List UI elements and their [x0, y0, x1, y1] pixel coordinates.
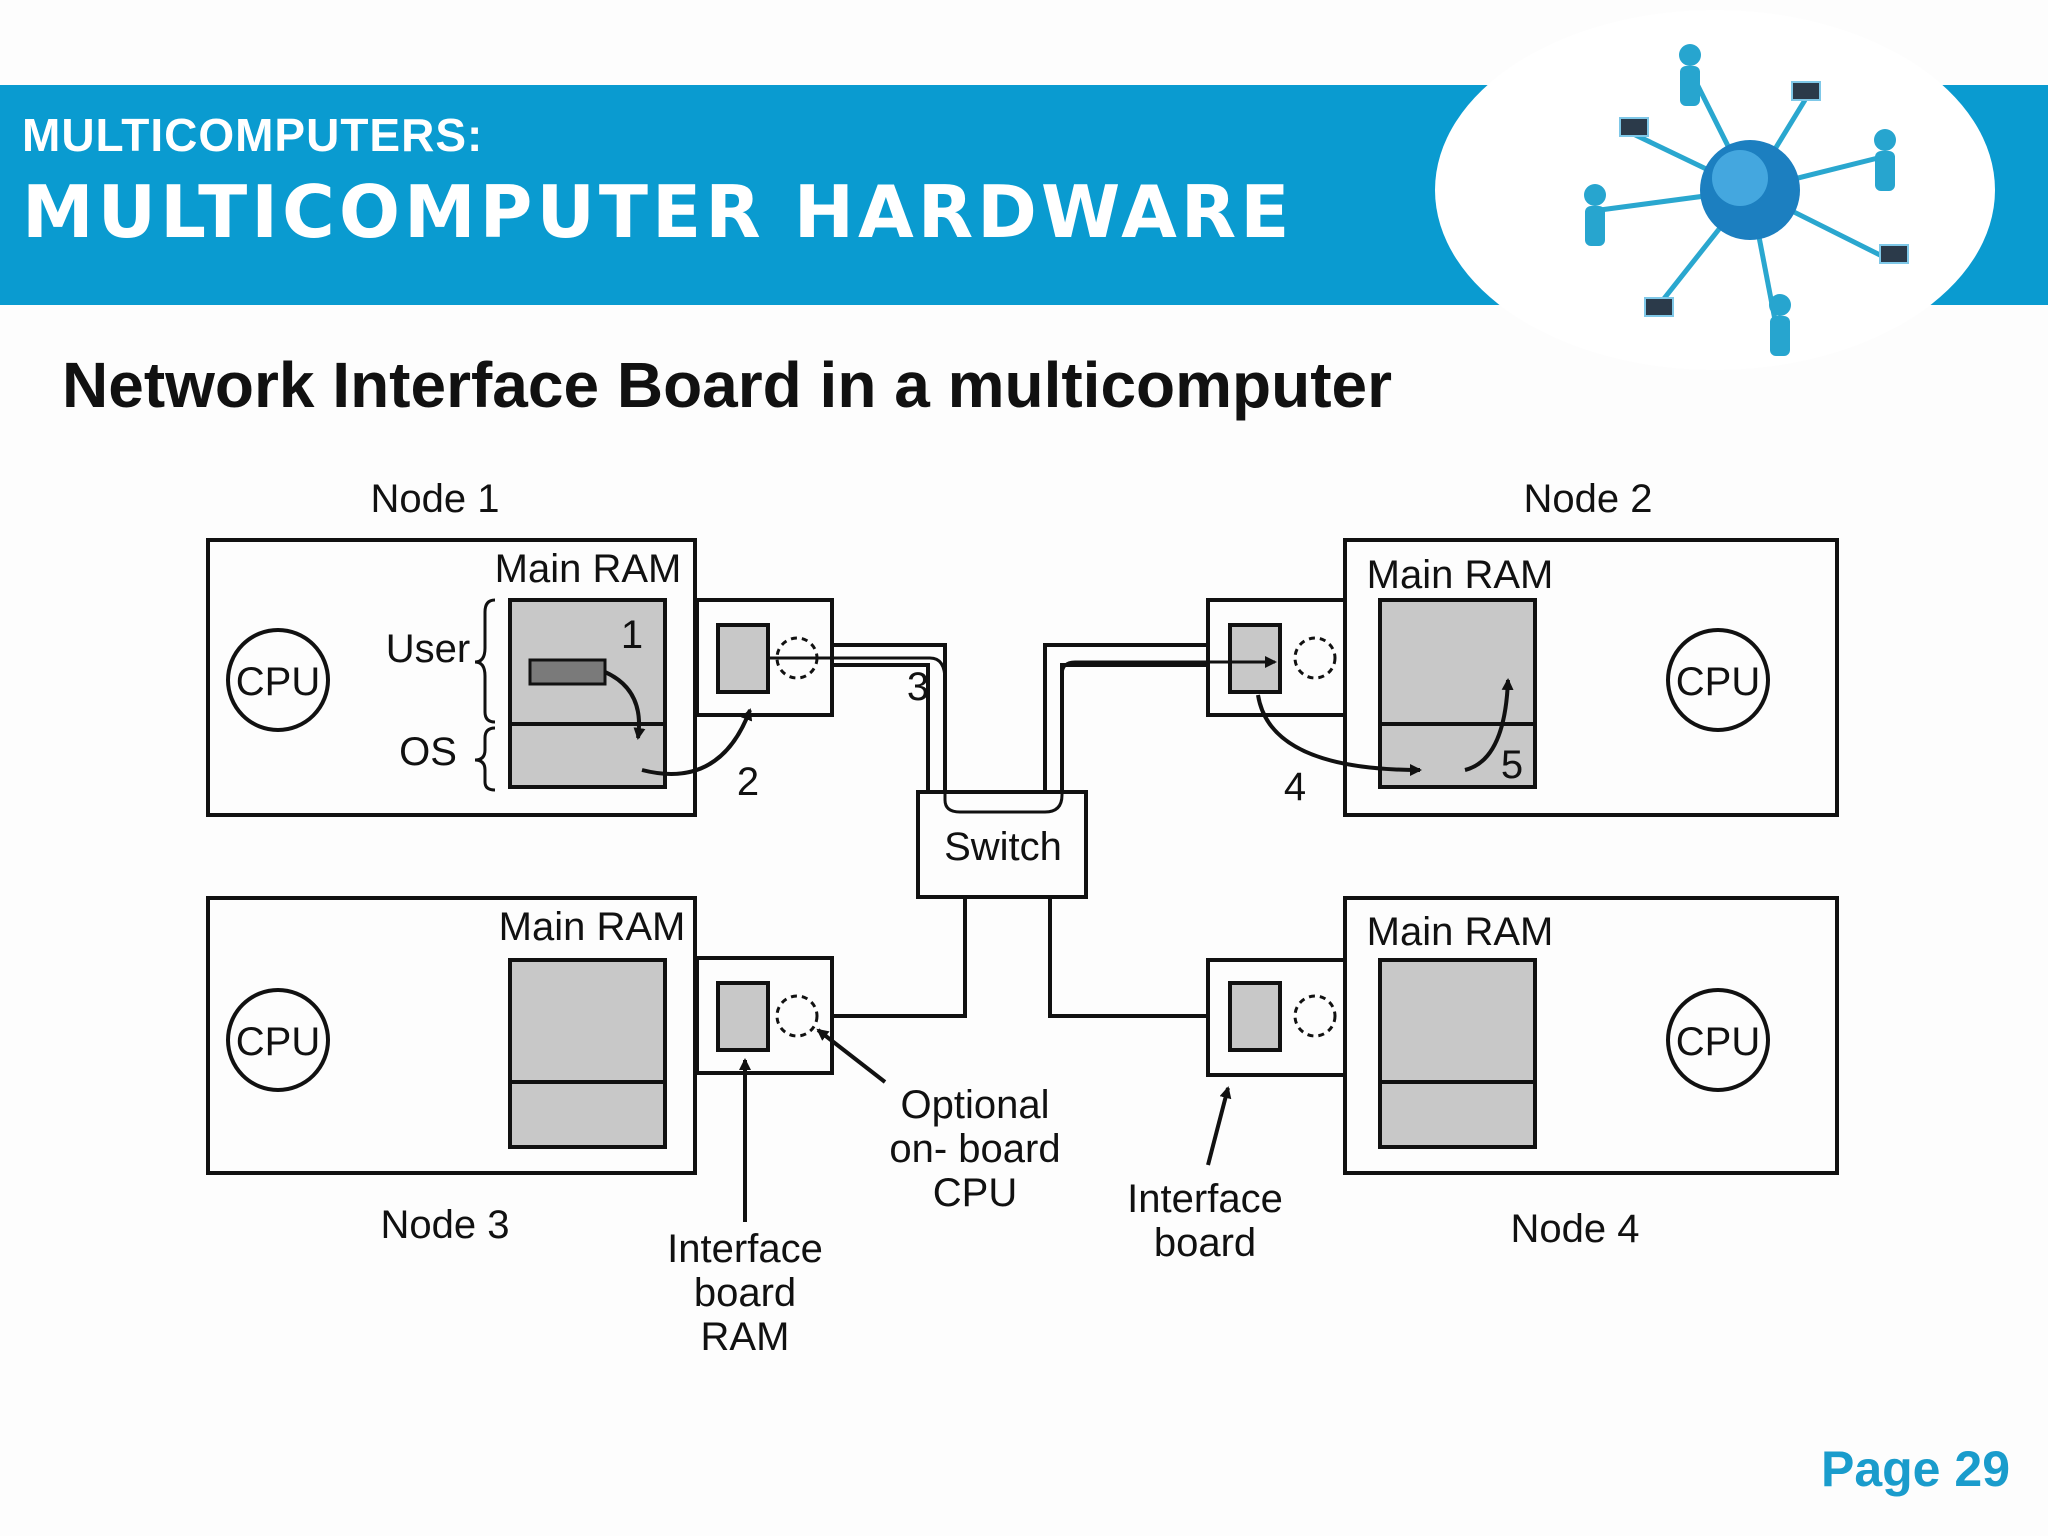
onboard-cpu-node-2 — [1293, 636, 1337, 680]
cpu-label-node-4: CPU — [1676, 1020, 1760, 1064]
cpu-label-node-1: CPU — [236, 660, 320, 704]
onboard-cpu-node-3 — [775, 994, 819, 1038]
user-brace — [474, 598, 496, 724]
message-path — [768, 656, 1277, 814]
cpu-node-2 — [1666, 628, 1770, 732]
interface-board-line-2: board — [1154, 1221, 1256, 1265]
interface-ram-node-1 — [716, 623, 770, 694]
main-ram-label-node-4: Main RAM — [1367, 910, 1554, 954]
slide-heading: Network Interface Board in a multicomput… — [62, 349, 1393, 421]
arrow-step-2 — [641, 708, 753, 776]
optional-cpu-line-2: on- board — [889, 1127, 1060, 1171]
arrow-step-4 — [1256, 694, 1422, 776]
slide-subtitle: MULTICOMPUTERS: — [22, 109, 484, 161]
slide-title: MULTICOMPUTER HARDWARE — [22, 170, 1294, 254]
arrow-step-5 — [1464, 678, 1514, 772]
node-4-label: Node 4 — [1511, 1207, 1640, 1251]
optional-cpu-line-3: CPU — [933, 1171, 1017, 1215]
interface-board-line-1: Interface — [1127, 1177, 1283, 1221]
step-1-label: 1 — [621, 613, 643, 657]
page-number: Page 29 — [1820, 1441, 2010, 1497]
node-2-label: Node 2 — [1524, 477, 1653, 521]
cpu-node-4 — [1666, 988, 1770, 1092]
cpu-label-node-2: CPU — [1676, 660, 1760, 704]
user-buffer — [528, 658, 607, 686]
cpu-node-3 — [226, 988, 330, 1092]
switch-label: Switch — [944, 825, 1062, 869]
os-label: OS — [399, 730, 457, 774]
interface-board-ram-line-1: Interface — [667, 1227, 823, 1271]
callout-arrow-interface-board — [1206, 1086, 1232, 1166]
user-label: User — [386, 627, 470, 671]
main-ram-node-4 — [1378, 958, 1537, 1149]
interface-ram-node-4 — [1228, 981, 1282, 1052]
callout-arrow-optional-cpu — [816, 1028, 887, 1084]
interface-board-ram-line-3: RAM — [701, 1315, 790, 1359]
main-ram-node-2 — [1378, 598, 1537, 789]
cpu-node-1 — [226, 628, 330, 732]
main-ram-node-1 — [508, 598, 667, 789]
optional-cpu-line-1: Optional — [901, 1083, 1050, 1127]
interface-board-node-2 — [1206, 598, 1347, 717]
onboard-cpu-node-4 — [1293, 994, 1337, 1038]
cpu-label-node-3: CPU — [236, 1020, 320, 1064]
step-2-label: 2 — [737, 760, 759, 804]
main-ram-label-node-2: Main RAM — [1367, 553, 1554, 597]
interface-ram-node-3 — [716, 981, 770, 1052]
main-ram-label-node-3: Main RAM — [499, 905, 686, 949]
step-5-label: 5 — [1501, 743, 1523, 787]
node-1-label: Node 1 — [371, 477, 500, 521]
network-globe-icon — [1584, 44, 1909, 356]
main-ram-node-3 — [508, 958, 667, 1149]
step-4-label: 4 — [1284, 765, 1306, 809]
interface-board-ram-line-2: board — [694, 1271, 796, 1315]
os-brace — [474, 726, 496, 792]
main-ram-label-node-1: Main RAM — [495, 547, 682, 591]
interface-ram-node-2 — [1228, 623, 1282, 694]
step-3-label: 3 — [907, 665, 929, 709]
arrow-step-1 — [604, 670, 646, 740]
node-3-label: Node 3 — [381, 1203, 510, 1247]
